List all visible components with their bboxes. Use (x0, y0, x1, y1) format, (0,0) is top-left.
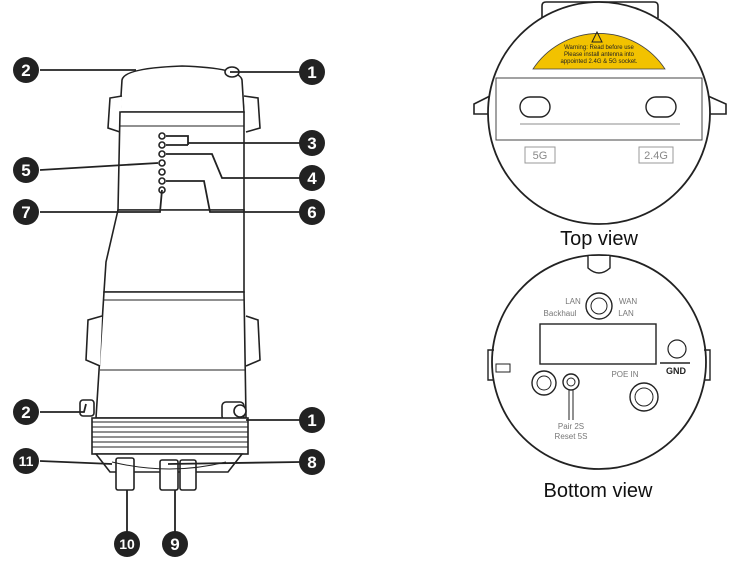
svg-text:7: 7 (21, 203, 30, 222)
label-wan: WAN (619, 297, 638, 306)
device-side-view (79, 65, 261, 491)
leader-3 (166, 135, 300, 146)
warning-label (532, 33, 666, 70)
leader-2-bottom (40, 403, 87, 413)
upper-ear-right (243, 95, 261, 133)
callout-10: 10 (114, 531, 140, 557)
callout-1-top: 1 (299, 59, 325, 85)
leader-11 (39, 460, 113, 465)
led-5 (158, 159, 166, 167)
label-backhaul: Backhaul (544, 309, 577, 318)
top-view-caption: Top view (560, 228, 638, 250)
callout-3: 3 (299, 130, 325, 156)
svg-text:11: 11 (19, 453, 34, 469)
leader-5 (39, 162, 159, 171)
antenna-socket-24g (645, 96, 677, 118)
bottom-connector-mid (159, 459, 179, 491)
warning-text-line1: Warning: Read before use (564, 45, 634, 51)
gnd-terminal (667, 339, 687, 359)
device-lower-body (95, 291, 247, 419)
led-4 (158, 150, 166, 158)
bottom-view-notch (587, 256, 611, 274)
lower-ear-right (245, 315, 261, 367)
ground-clip (495, 363, 511, 373)
threaded-ring (91, 417, 249, 455)
svg-text:3: 3 (307, 134, 316, 153)
svg-text:5: 5 (21, 161, 30, 180)
label-poe-in: POE IN (611, 370, 638, 379)
callout-2-bottom: 2 (13, 399, 39, 425)
leader-7 (40, 189, 163, 213)
svg-text:1: 1 (307, 411, 316, 430)
svg-text:2: 2 (21, 61, 30, 80)
svg-text:2: 2 (21, 403, 30, 422)
callout-6: 6 (299, 199, 325, 225)
top-view: Warning: Read before use Please install … (473, 1, 727, 250)
leader-4 (166, 153, 300, 179)
led-7a (158, 177, 166, 185)
side-port-left (79, 399, 95, 417)
label-lan: LAN (565, 297, 581, 306)
device-middle-body (103, 209, 245, 293)
bottom-view-caption: Bottom view (544, 480, 653, 502)
label-pair: Pair 2S (558, 422, 584, 431)
band-label-24g: 2.4G (644, 150, 668, 162)
svg-text:10: 10 (119, 536, 135, 552)
warning-icon (591, 30, 603, 43)
callout-5: 5 (13, 157, 39, 183)
callout-8: 8 (299, 449, 325, 475)
poe-in-port (539, 323, 657, 365)
callout-4: 4 (299, 165, 325, 191)
lower-ear-left (85, 315, 103, 367)
callout-11: 11 (13, 448, 39, 474)
callout-2-top: 2 (13, 57, 39, 83)
device-top-cap (119, 65, 245, 113)
svg-text:8: 8 (307, 453, 316, 472)
svg-text:6: 6 (307, 203, 316, 222)
upper-ear-left (107, 95, 123, 133)
label-wan-lan: LAN (618, 309, 634, 318)
label-reset: Reset 5S (555, 432, 588, 441)
band-label-5g: 5G (533, 150, 548, 162)
device-upper-band (117, 111, 245, 211)
bottom-view: LAN Backhaul WAN LAN POE IN GND Pair 2S … (487, 254, 711, 502)
leader-8 (167, 461, 301, 465)
callouts: 2 1 3 5 4 7 6 2 (13, 57, 325, 557)
leader-6 (166, 180, 300, 213)
leader-lines (39, 69, 301, 532)
led-6 (158, 168, 166, 176)
svg-text:4: 4 (307, 169, 317, 188)
callout-7: 7 (13, 199, 39, 225)
led-3a (158, 132, 166, 140)
svg-text:1: 1 (307, 63, 316, 82)
antenna-socket-5g (519, 96, 551, 118)
warning-text-line3: appointed 2.4G & 5G socket. (560, 59, 637, 65)
bottom-connector-left (115, 457, 135, 491)
top-view-recess (495, 77, 703, 141)
label-gnd: GND (666, 366, 687, 376)
svg-text:9: 9 (170, 535, 179, 554)
led-3b (158, 141, 166, 149)
callout-9: 9 (162, 531, 188, 557)
callout-1-bottom: 1 (299, 407, 325, 433)
warning-text-line2: Please install antenna into (564, 52, 635, 58)
side-antenna-connector-right (221, 401, 247, 421)
